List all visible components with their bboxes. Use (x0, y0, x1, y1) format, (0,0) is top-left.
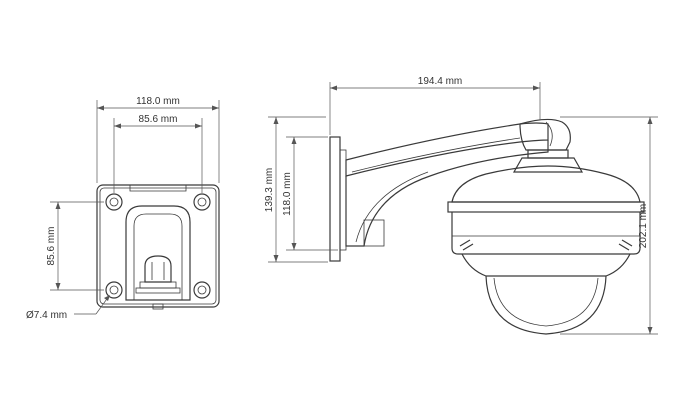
dimension-mount-height-outer: 139.3 mm (264, 116, 328, 263)
hole-spacing-horizontal-label: 85.6 mm (139, 114, 178, 125)
dimension-arm-length: 194.4 mm (329, 76, 541, 135)
dimension-hole-diameter: Ø7.4 mm (26, 295, 110, 321)
dome-housing (447, 165, 645, 335)
dimension-hole-spacing-vertical: 85.6 mm (46, 201, 104, 291)
mounting-hole-bottom-right (193, 281, 211, 299)
dimension-hole-spacing-horizontal: 85.6 mm (113, 114, 203, 193)
mounting-hole-top-left (105, 193, 123, 211)
mounting-hole-bottom-left (105, 281, 123, 299)
plate-width-label: 118.0 mm (136, 96, 180, 107)
hole-diameter-label: Ø7.4 mm (26, 310, 67, 321)
total-height-label: 202.1 mm (638, 204, 649, 248)
mounting-plate-front-view: 118.0 mm 85.6 mm 85.6 mm Ø7.4 mm (26, 96, 220, 321)
mounting-hole-top-right (193, 193, 211, 211)
cable-gland (135, 255, 181, 294)
dimension-mount-height-inner: 118.0 mm (282, 136, 338, 251)
hole-spacing-vertical-label: 85.6 mm (46, 227, 57, 266)
mount-height-inner-label: 118.0 mm (282, 172, 293, 216)
arm-length-label: 194.4 mm (418, 76, 462, 87)
camera-side-view: 194.4 mm 139.3 mm 118.0 mm 20 (264, 76, 658, 335)
dimension-total-height: 202.1 mm (560, 116, 658, 335)
dimension-plate-width: 118.0 mm (96, 96, 220, 183)
wall-arm (345, 118, 584, 247)
mount-height-outer-label: 139.3 mm (264, 168, 275, 212)
wall-plate (329, 136, 347, 262)
